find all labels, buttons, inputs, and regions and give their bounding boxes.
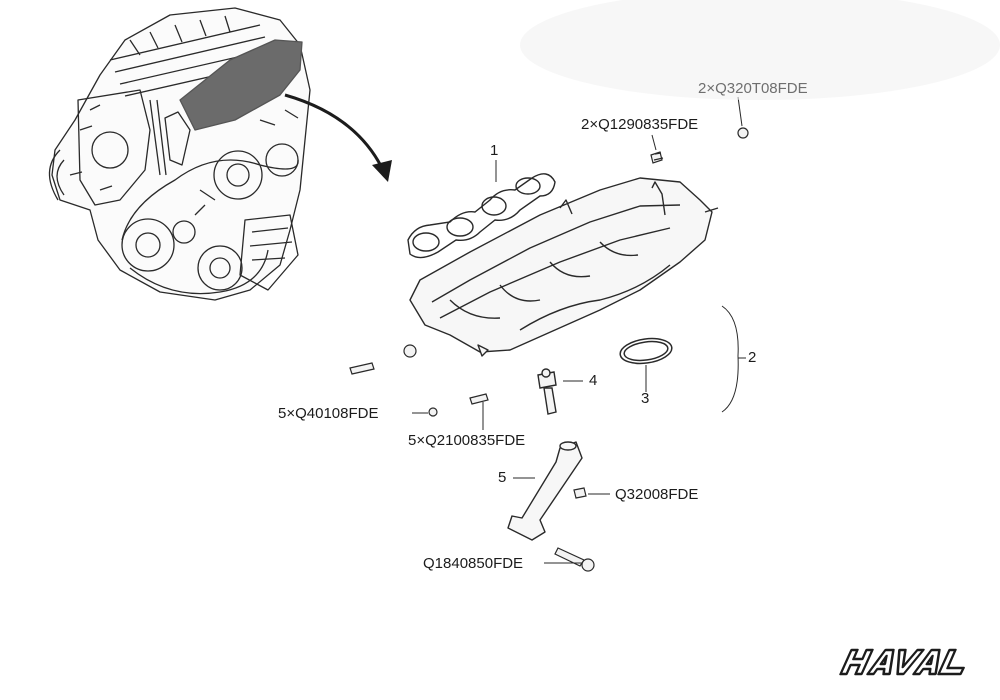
- intake-gasket: [407, 173, 556, 259]
- fasteners: [349, 127, 749, 572]
- leader-lines: [412, 96, 746, 564]
- direction-arrow: [284, 93, 392, 182]
- part-number-q320t08: 2×Q320T08FDE: [698, 80, 808, 97]
- part-number-q1290835: 2×Q1290835FDE: [581, 116, 699, 133]
- callout-4: 4: [589, 372, 598, 389]
- engine-assembly-illustration: [48, 7, 311, 301]
- sensor-part: [537, 368, 557, 415]
- callout-1: 1: [490, 142, 499, 159]
- callout-2: 2: [748, 349, 757, 366]
- part-number-q1840850: Q1840850FDE: [423, 555, 524, 572]
- haval-logo: [839, 648, 965, 676]
- part-number-q40108: 5×Q40108FDE: [278, 405, 379, 422]
- background-smudge: [520, 0, 1000, 100]
- o-ring-seal: [619, 337, 673, 365]
- support-bracket: [507, 441, 583, 541]
- part-number-q2100835: 5×Q2100835FDE: [408, 432, 526, 449]
- intake-manifold: [409, 177, 719, 357]
- callout-5: 5: [498, 469, 507, 486]
- part-number-q32008: Q32008FDE: [615, 486, 699, 503]
- callout-3: 3: [641, 390, 650, 407]
